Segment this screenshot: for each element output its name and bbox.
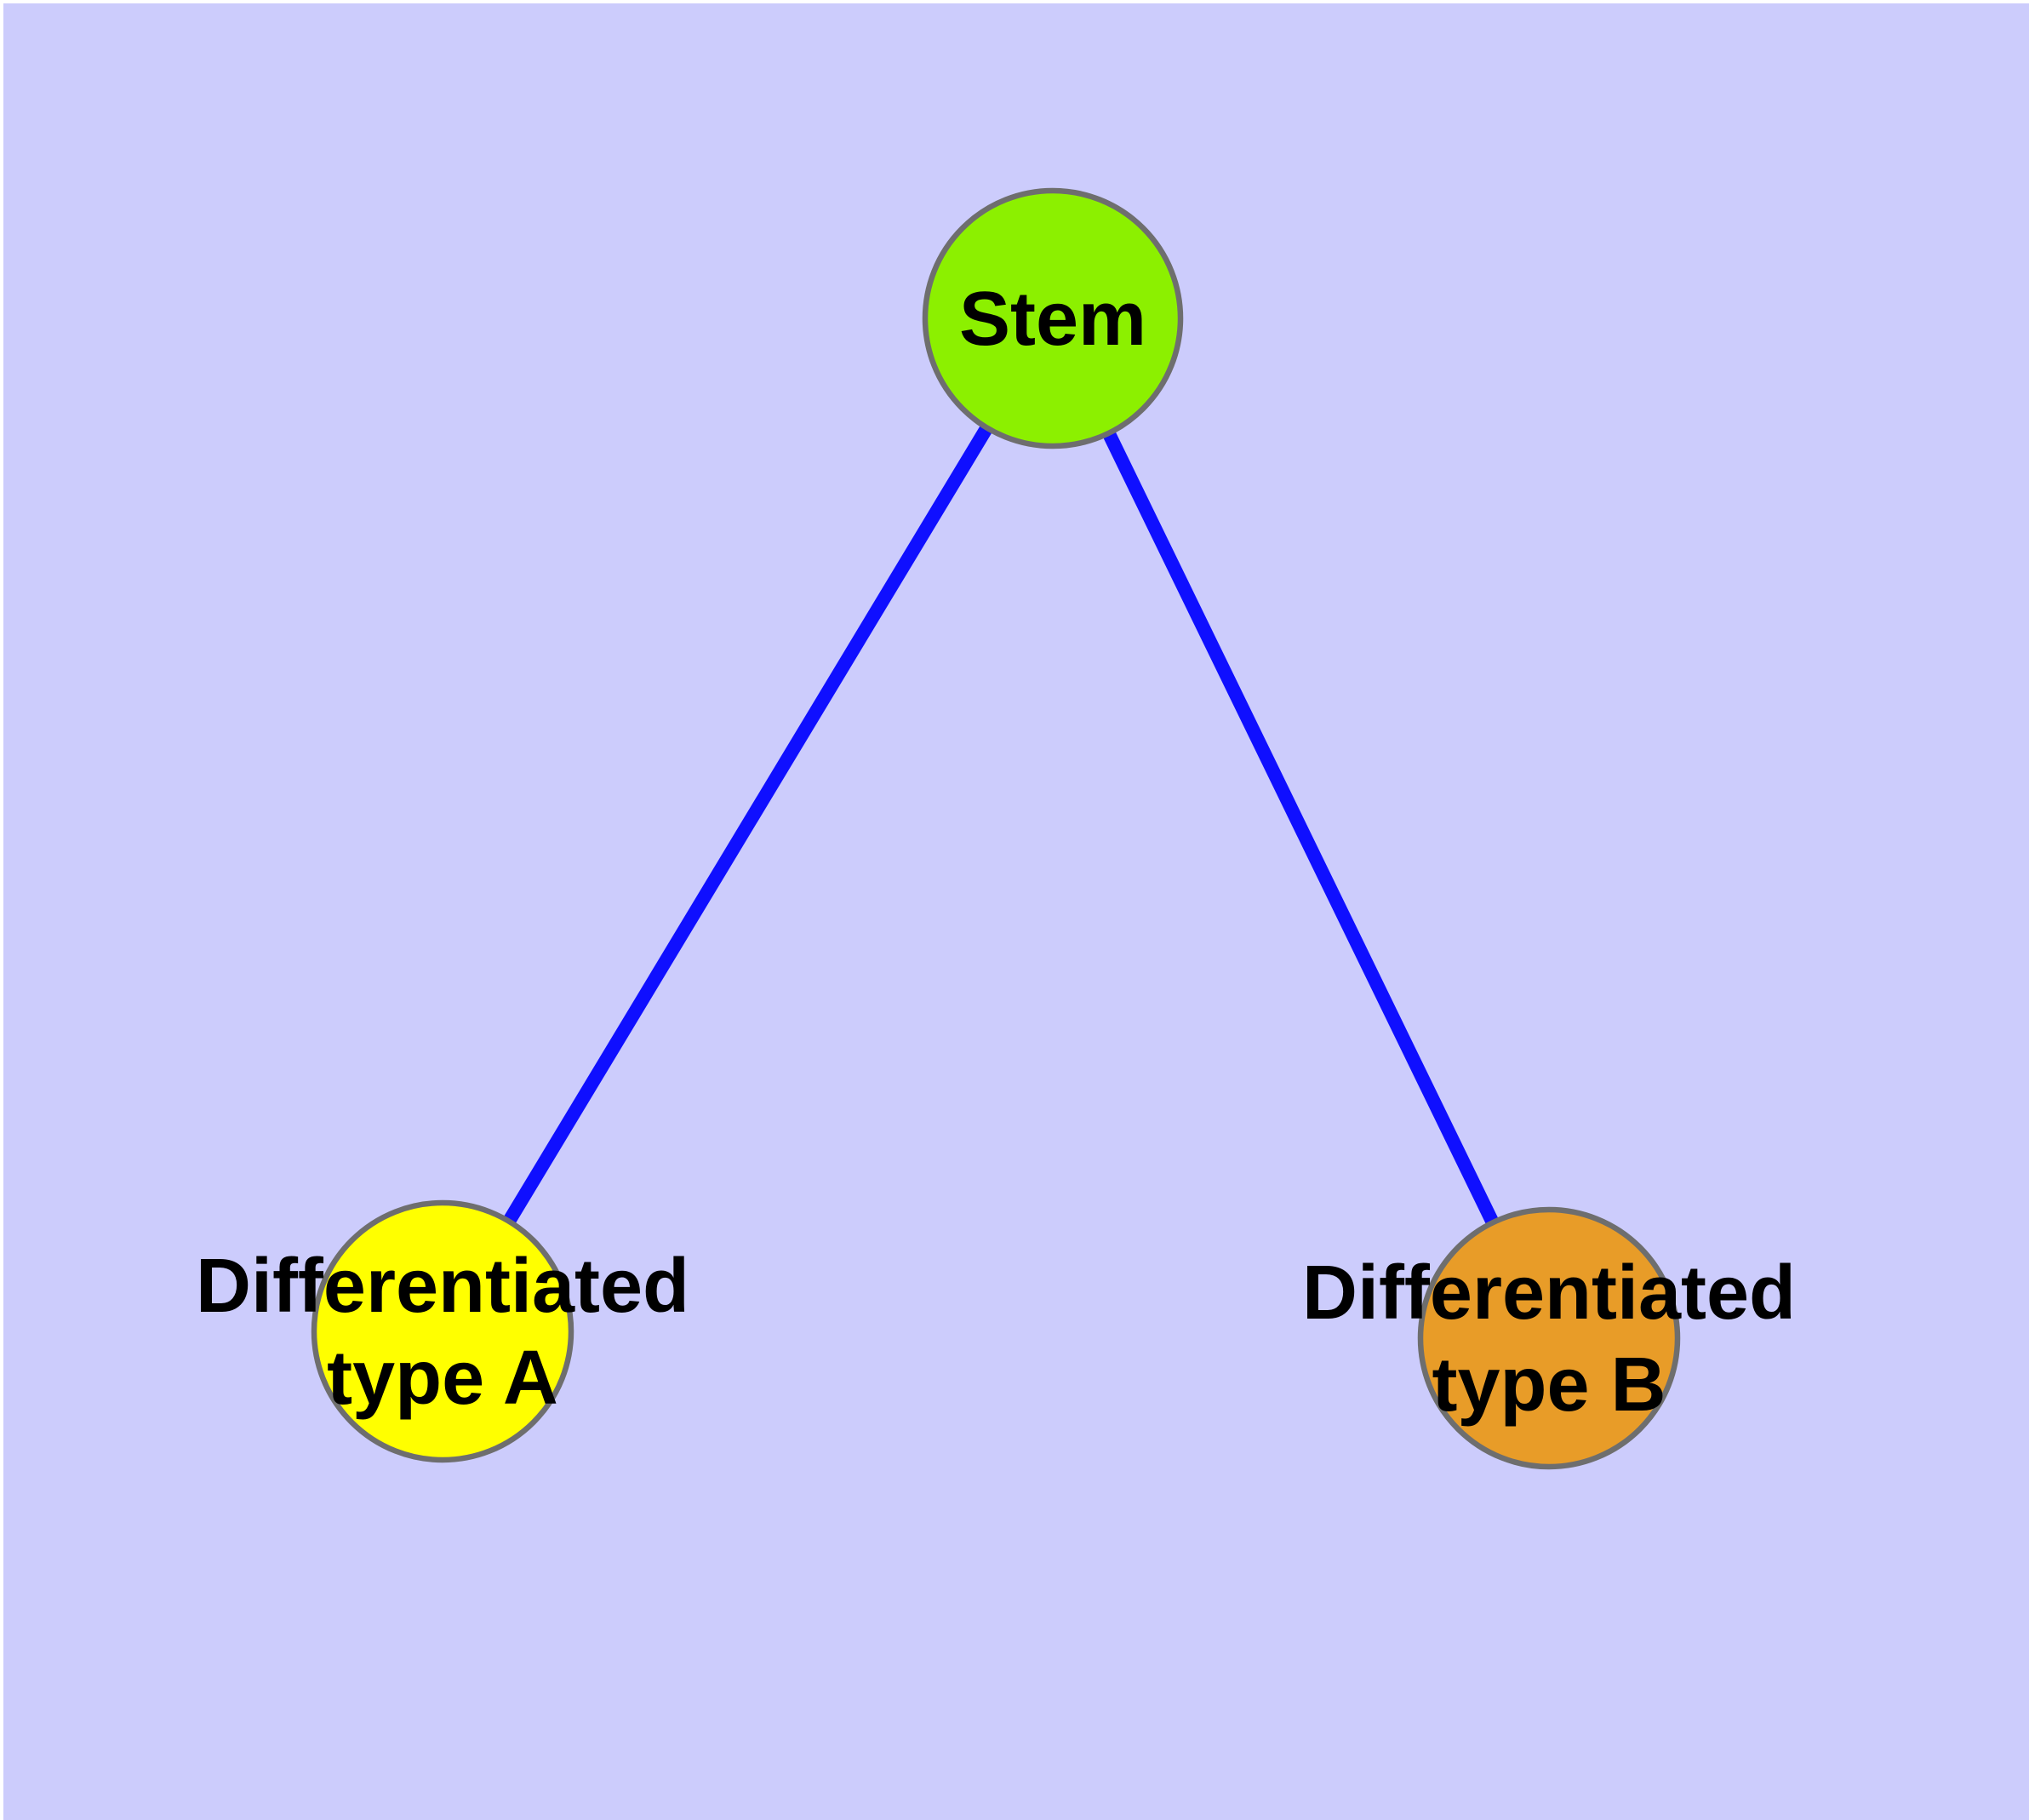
node-differentiated-type-a [311,1199,574,1463]
node-label-line: type B [1432,1342,1666,1428]
node-label-line: Differentiated [1302,1251,1796,1336]
node-stem [922,187,1184,449]
edges-layer [437,314,1556,1342]
node-label-stem: Stem [959,277,1146,362]
node-label-line: type A [327,1336,558,1421]
node-label-line: Stem [959,277,1146,362]
edge-stem-to-differentiated-type-a [437,314,1059,1336]
nodes-layer [311,187,1681,1470]
edge-stem-to-differentiated-type-b [1046,315,1556,1342]
node-differentiated-type-b [1417,1206,1681,1470]
node-label-line: Differentiated [196,1244,689,1329]
